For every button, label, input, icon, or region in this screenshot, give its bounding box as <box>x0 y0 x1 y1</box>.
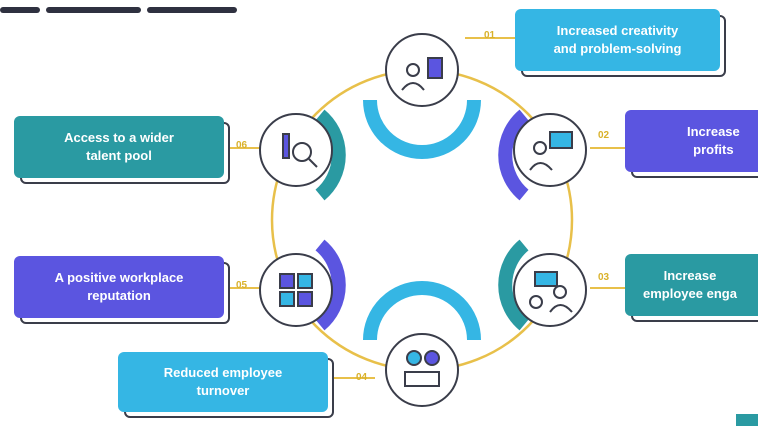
cropped-title-fragment <box>0 0 250 13</box>
number-03: 03 <box>598 272 610 283</box>
arc-node-06 <box>315 109 346 201</box>
node-05 <box>259 253 333 327</box>
team-ideas-icon <box>401 57 443 91</box>
benefit-label-01: Increased creativity and problem-solving <box>515 9 720 71</box>
search-talent-icon <box>282 133 318 168</box>
node-03 <box>513 253 587 327</box>
presentation-icon <box>529 131 573 171</box>
benefit-card-03: Increase employee enga <box>625 254 758 322</box>
arc-node-02 <box>498 109 529 201</box>
benefit-card-05: A positive workplace reputation <box>14 256 230 324</box>
arc-node-03 <box>498 239 529 331</box>
number-06: 06 <box>236 140 248 151</box>
benefit-label-05: A positive workplace reputation <box>14 256 224 318</box>
group-icon <box>279 273 313 307</box>
number-05: 05 <box>236 280 248 291</box>
number-01: 01 <box>484 30 496 41</box>
arc-node-01 <box>363 99 481 159</box>
ring-line <box>270 68 574 372</box>
node-06 <box>259 113 333 187</box>
benefit-label-02: Increase profits <box>625 110 758 172</box>
number-02: 02 <box>598 130 610 141</box>
benefit-card-01: Increased creativity and problem-solving <box>515 9 726 77</box>
employee-chart-icon <box>529 271 573 313</box>
corner-badge <box>736 414 758 426</box>
node-01 <box>385 33 459 107</box>
benefit-label-03: Increase employee enga <box>625 254 758 316</box>
benefit-card-06: Access to a wider talent pool <box>14 116 230 184</box>
node-04 <box>385 333 459 407</box>
benefit-label-06: Access to a wider talent pool <box>14 116 224 178</box>
number-04: 04 <box>356 372 368 383</box>
benefit-card-04: Reduced employee turnover <box>118 352 334 418</box>
benefit-label-04: Reduced employee turnover <box>118 352 328 412</box>
dashboard-icon <box>404 350 440 387</box>
benefit-card-02: Increase profits <box>625 110 758 178</box>
arc-node-04 <box>363 281 481 341</box>
arc-node-05 <box>315 239 346 331</box>
node-02 <box>513 113 587 187</box>
